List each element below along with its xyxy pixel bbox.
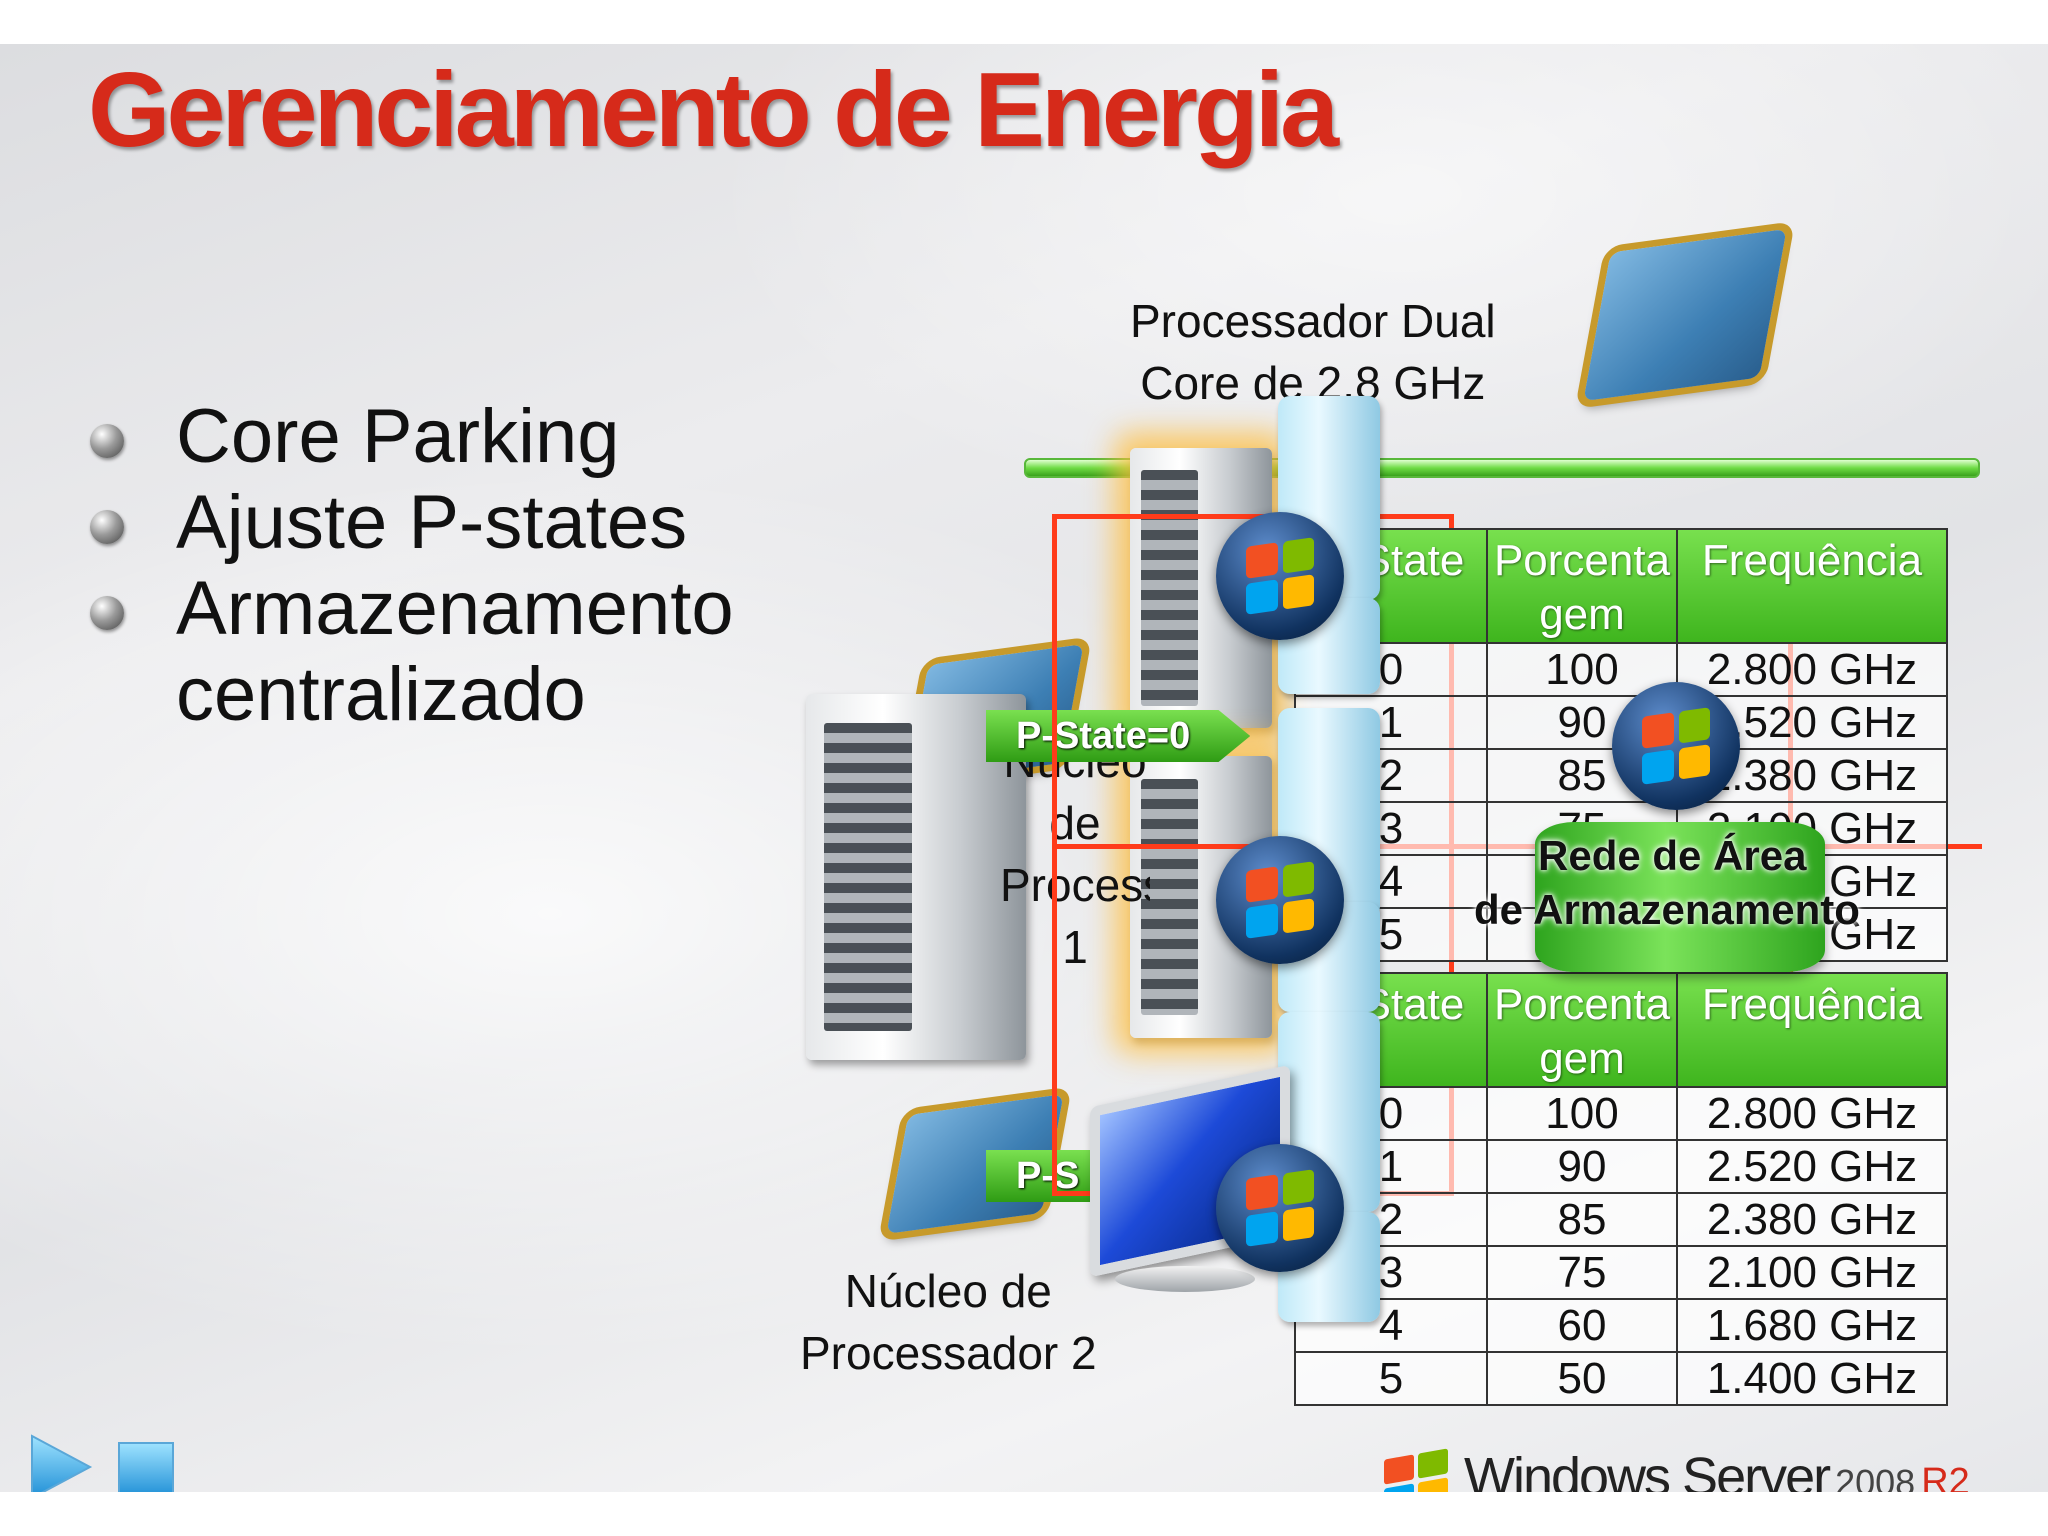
logo-version: 2008 [1835,1462,1916,1492]
table-cell: 85 [1486,1192,1678,1247]
bullet-icon [90,424,124,458]
connector-line [1052,514,1454,519]
windows-server-logo: Windows Server 2008 R2 [1384,1446,1970,1492]
core1-label: Núcleo de Processador 1 [1000,735,1150,973]
connector-line [1052,514,1057,1196]
san-cylinder-icon [1535,822,1825,972]
stop-icon[interactable] [116,1440,176,1492]
table-cell: 5 [1294,1351,1488,1406]
windows-orb-icon [1216,512,1344,640]
table-cell: 90 [1486,1139,1678,1194]
bullet-item: Armazenamento centralizado [90,566,796,738]
bullet-list: Core Parking Ajuste P-states Armazenamen… [90,394,796,738]
table-cell: 50 [1486,1351,1678,1406]
table-cell: 1.680 GHz [1676,1298,1948,1353]
table-cell: 2.520 GHz [1676,1139,1948,1194]
bullet-item: Core Parking [90,394,796,480]
table-header: Porcenta gem [1486,528,1678,644]
table-header: Frequência [1676,972,1948,1088]
slide-title: Gerenciamento de Energia [88,51,1339,169]
server-tower-icon [806,694,1026,1060]
logo-word: Windows Server [1464,1447,1831,1492]
core2-label: Núcleo de Processador 2 [800,1265,1097,1379]
table-cell: 2.800 GHz [1676,642,1948,697]
pstate-badge: P-State=0 [986,710,1251,762]
processor-label: Processador Dual Core de 2.8 GHz [1130,295,1496,409]
logo-r2: R2 [1921,1461,1970,1492]
table-cell: 4 [1294,1298,1488,1353]
table-header: Porcenta gem [1486,972,1678,1088]
windows-orb-icon [1216,836,1344,964]
table-header: Frequência [1676,528,1948,644]
table-cell: 1.400 GHz [1676,1351,1948,1406]
san-label-line2: de Armazenamento [1474,886,1860,933]
table-cell: 2.100 GHz [1676,1245,1948,1300]
monitor-stand [1115,1266,1255,1292]
bullet-icon [90,510,124,544]
server-tower-icon [1130,756,1272,1038]
play-icon[interactable] [28,1432,94,1492]
table-cell: 100 [1486,642,1678,697]
windows-flag-icon [1384,1448,1448,1492]
san-label-line1: Rede de Área [1538,832,1807,879]
bullet-icon [90,596,124,630]
bullet-item: Ajuste P-states [90,480,796,566]
slide-canvas: Gerenciamento de Energia Core Parking Aj… [0,44,2048,1492]
windows-orb-icon [1216,1144,1344,1272]
table-cell: 60 [1486,1298,1678,1353]
table-cell: 100 [1486,1086,1678,1141]
table-cell: 2.380 GHz [1676,1192,1948,1247]
table-cell: 75 [1486,1245,1678,1300]
processor-chip-icon [1583,228,1787,402]
windows-orb-icon [1612,682,1740,810]
table-cell: 2.800 GHz [1676,1086,1948,1141]
